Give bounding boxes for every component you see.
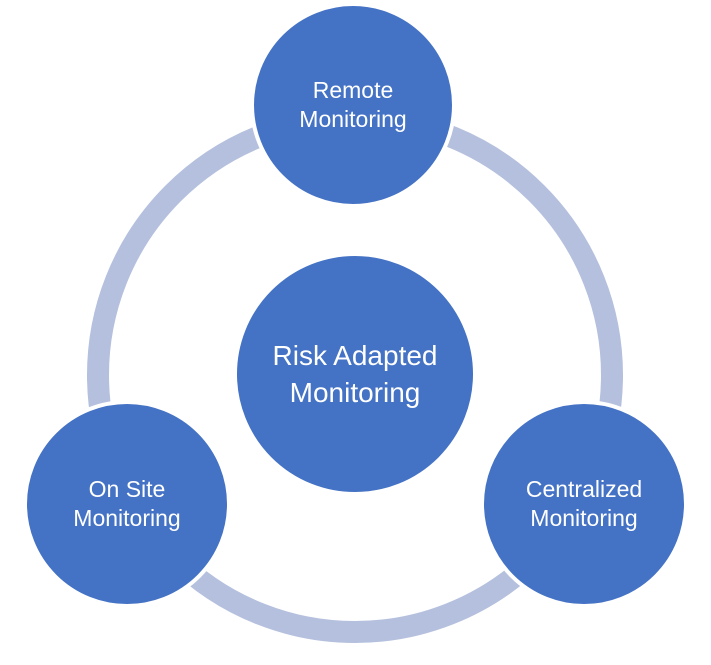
node-centralized-monitoring: Centralized Monitoring bbox=[480, 400, 688, 608]
center-label: Risk Adapted Monitoring bbox=[272, 339, 438, 408]
node-on-site-monitoring: On Site Monitoring bbox=[23, 400, 231, 608]
node-risk-adapted-monitoring: Risk Adapted Monitoring bbox=[233, 252, 477, 496]
node-centralized-monitoring-label: Centralized Monitoring bbox=[525, 476, 643, 531]
node-remote-monitoring-label: Remote Monitoring bbox=[299, 77, 407, 132]
node-remote-monitoring: Remote Monitoring bbox=[250, 2, 456, 208]
node-on-site-monitoring-label: On Site Monitoring bbox=[73, 476, 181, 531]
